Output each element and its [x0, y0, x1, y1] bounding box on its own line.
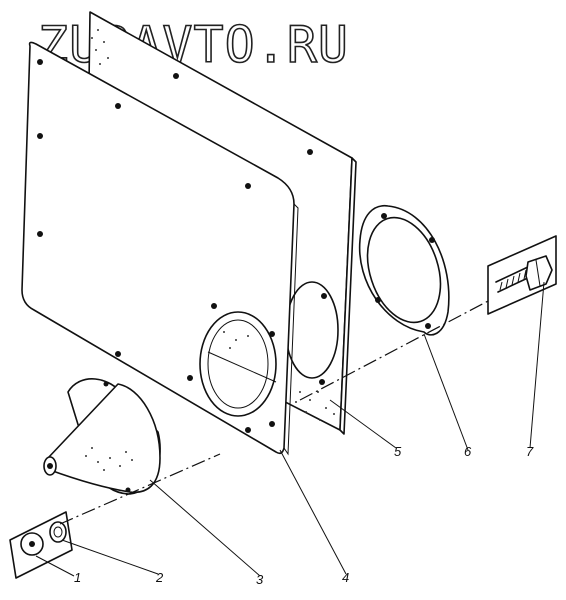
- assembly-axis: [59, 299, 491, 525]
- callout-5: 5: [394, 444, 402, 459]
- part-1-nut: [20, 532, 44, 556]
- gasket-speckle: [91, 29, 335, 421]
- part-1-2-nut-washer: [9, 511, 73, 579]
- callout-7: 7: [526, 444, 534, 459]
- watermark-text: ZURAVTO.RU: [38, 16, 349, 74]
- callout-2: 2: [155, 570, 164, 585]
- cover-plate-opening: [199, 311, 277, 417]
- part-4-cover-plate: [21, 41, 299, 456]
- gasket-opening: [285, 281, 339, 379]
- callout-4: 4: [342, 570, 349, 585]
- callout-1: 1: [74, 570, 81, 585]
- callout-labels: 1 2 3 4 5 6 7: [74, 444, 534, 587]
- part-3-conical-cover: [43, 378, 161, 495]
- part-2-washer: [49, 521, 67, 543]
- cone-speckle: [85, 447, 133, 471]
- cover-plate-holes: [37, 59, 275, 433]
- leader-lines: [35, 281, 545, 577]
- callout-6: 6: [464, 444, 472, 459]
- part-6-ring-flange: [358, 205, 450, 336]
- part-7-bolt: [487, 235, 557, 315]
- opening-speckle: [223, 331, 249, 349]
- callout-3: 3: [256, 572, 264, 587]
